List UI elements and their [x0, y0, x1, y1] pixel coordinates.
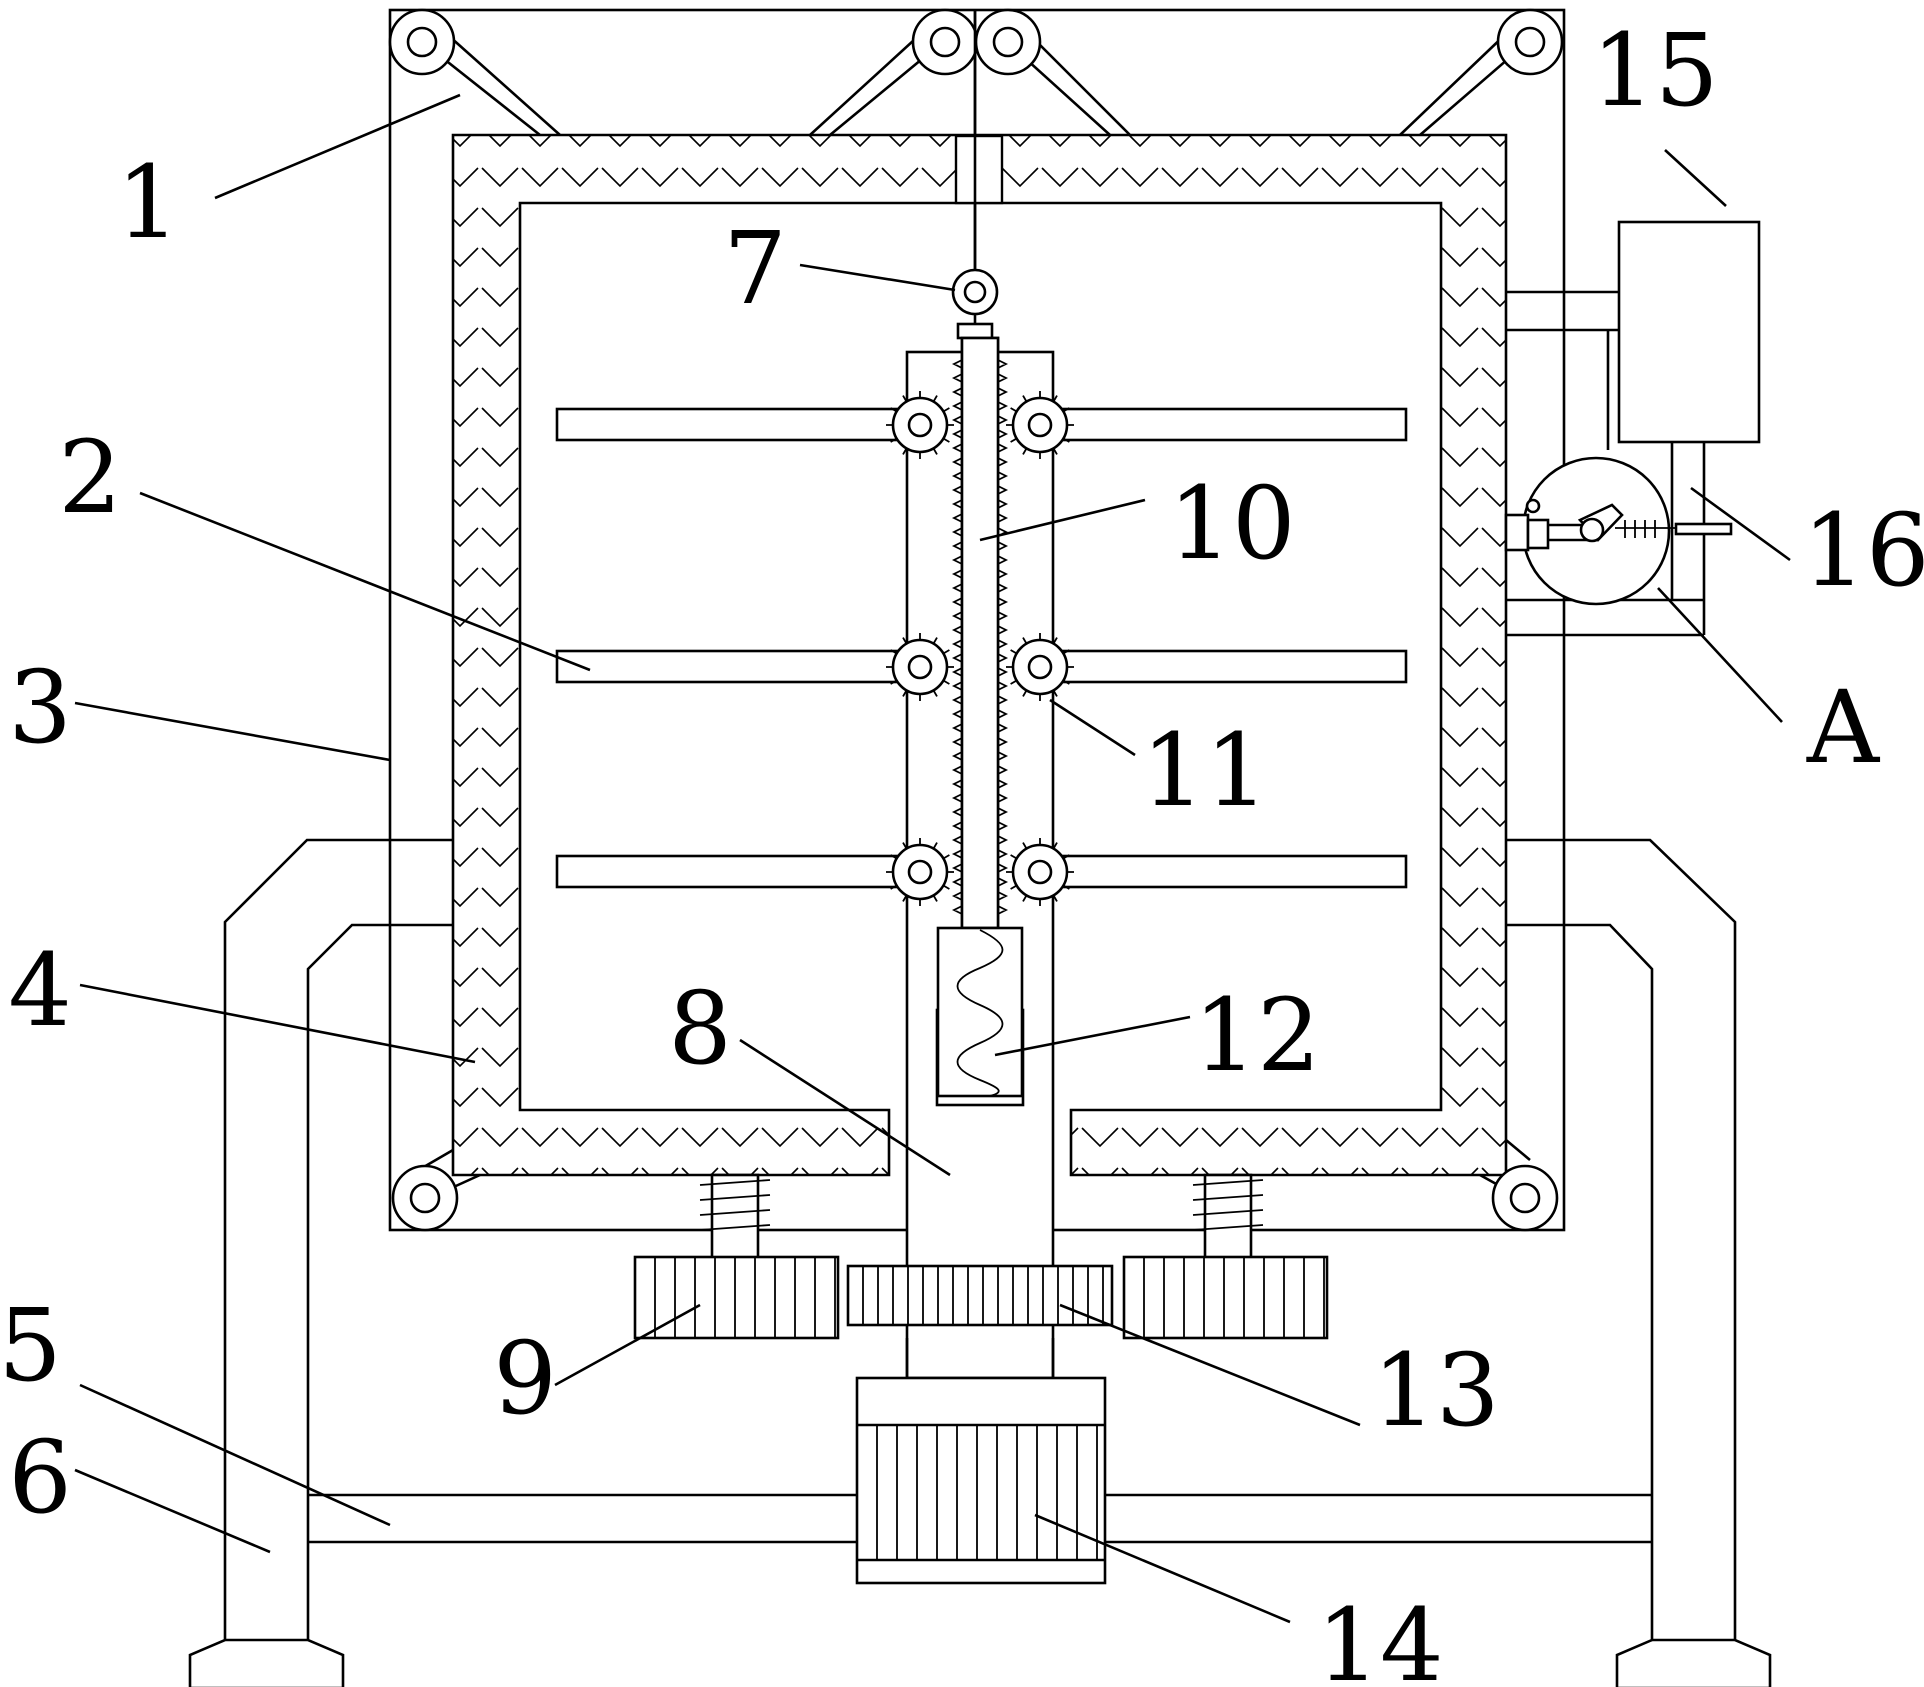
leader-lines [74, 93, 1791, 1624]
stirring-blades [555, 407, 1408, 889]
callout-7: 7 [723, 210, 787, 327]
callout-16: 16 [1802, 492, 1924, 609]
pulley-bottom-right [1491, 1164, 1559, 1232]
callout-12: 12 [1193, 977, 1320, 1094]
callout-labels: 1 2 3 4 5 6 7 8 9 10 11 12 13 14 15 16 A [0, 12, 1924, 1687]
gear-11 [1006, 633, 1074, 701]
right-ring-gear [1122, 1255, 1329, 1340]
pulley-bottom-left [391, 1164, 459, 1232]
motor [855, 1338, 1107, 1585]
gear-11 [886, 633, 954, 701]
callout-2: 2 [58, 419, 122, 536]
gear-11 [1006, 838, 1074, 906]
callout-8: 8 [668, 970, 732, 1087]
gear-11 [886, 391, 954, 459]
pulley-top-center-left [911, 8, 979, 76]
center-gear [846, 1264, 1114, 1327]
callout-14: 14 [1316, 1587, 1443, 1687]
pulley-top-center-right [974, 8, 1042, 76]
rack [936, 336, 1024, 1098]
callout-5: 5 [0, 1287, 62, 1404]
callout-9: 9 [493, 1320, 557, 1437]
left-ring-gear [633, 1255, 840, 1340]
blade-gears [886, 391, 1074, 906]
callout-3: 3 [8, 649, 72, 766]
callout-1: 1 [116, 144, 180, 261]
callout-a: A [1806, 669, 1881, 786]
callout-15: 15 [1591, 12, 1718, 129]
callout-4: 4 [8, 932, 72, 1049]
pulley-top-right [1496, 8, 1564, 76]
gear-11 [1006, 391, 1074, 459]
callout-10: 10 [1168, 465, 1295, 582]
legs [188, 838, 1772, 1687]
callout-13: 13 [1372, 1332, 1499, 1449]
pulley-top-left [388, 8, 456, 76]
control-box [1506, 220, 1761, 450]
hanging-rod [951, 10, 999, 340]
gear-11 [886, 838, 954, 906]
detail-a-mechanism [1504, 442, 1733, 637]
callout-6: 6 [8, 1419, 72, 1536]
callout-11: 11 [1141, 712, 1268, 829]
